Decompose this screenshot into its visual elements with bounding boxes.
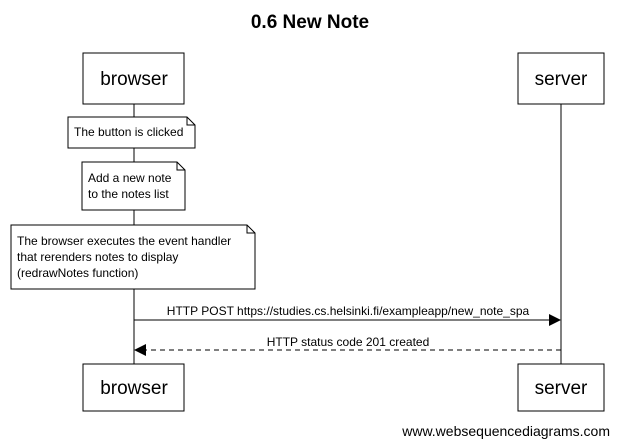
participant-server-label: server bbox=[535, 378, 588, 399]
note-text-line: The button is clicked bbox=[74, 125, 183, 139]
message-http-201: HTTP status code 201 created bbox=[134, 335, 561, 356]
message-http-post: HTTP POST https://studies.cs.helsinki.fi… bbox=[134, 304, 561, 326]
participant-browser-label: browser bbox=[100, 378, 168, 399]
participant-server-label: server bbox=[535, 69, 588, 90]
note-text-line: Add a new note bbox=[88, 171, 172, 185]
note-button-clicked: The button is clicked bbox=[67, 116, 196, 149]
message-label: HTTP POST https://studies.cs.helsinki.fi… bbox=[167, 304, 530, 318]
participant-browser-label: browser bbox=[100, 69, 168, 90]
participant-server-top: server bbox=[517, 52, 605, 105]
note-text-line: that rerenders notes to display bbox=[17, 250, 178, 264]
message-label: HTTP status code 201 created bbox=[267, 335, 430, 349]
participant-browser-bottom: browser bbox=[82, 363, 185, 412]
footer-watermark: www.websequencediagrams.com bbox=[401, 423, 610, 439]
note-event-handler: The browser executes the event handler t… bbox=[10, 224, 256, 290]
note-text-line: (redrawNotes function) bbox=[17, 266, 138, 280]
participant-browser-top: browser bbox=[82, 52, 185, 105]
participant-server-bottom: server bbox=[517, 363, 605, 412]
note-add-new-note: Add a new note to the notes list bbox=[81, 161, 186, 211]
note-text-line: The browser executes the event handler bbox=[17, 234, 231, 248]
note-text-line: to the notes list bbox=[88, 187, 169, 201]
diagram-title: 0.6 New Note bbox=[251, 12, 369, 33]
